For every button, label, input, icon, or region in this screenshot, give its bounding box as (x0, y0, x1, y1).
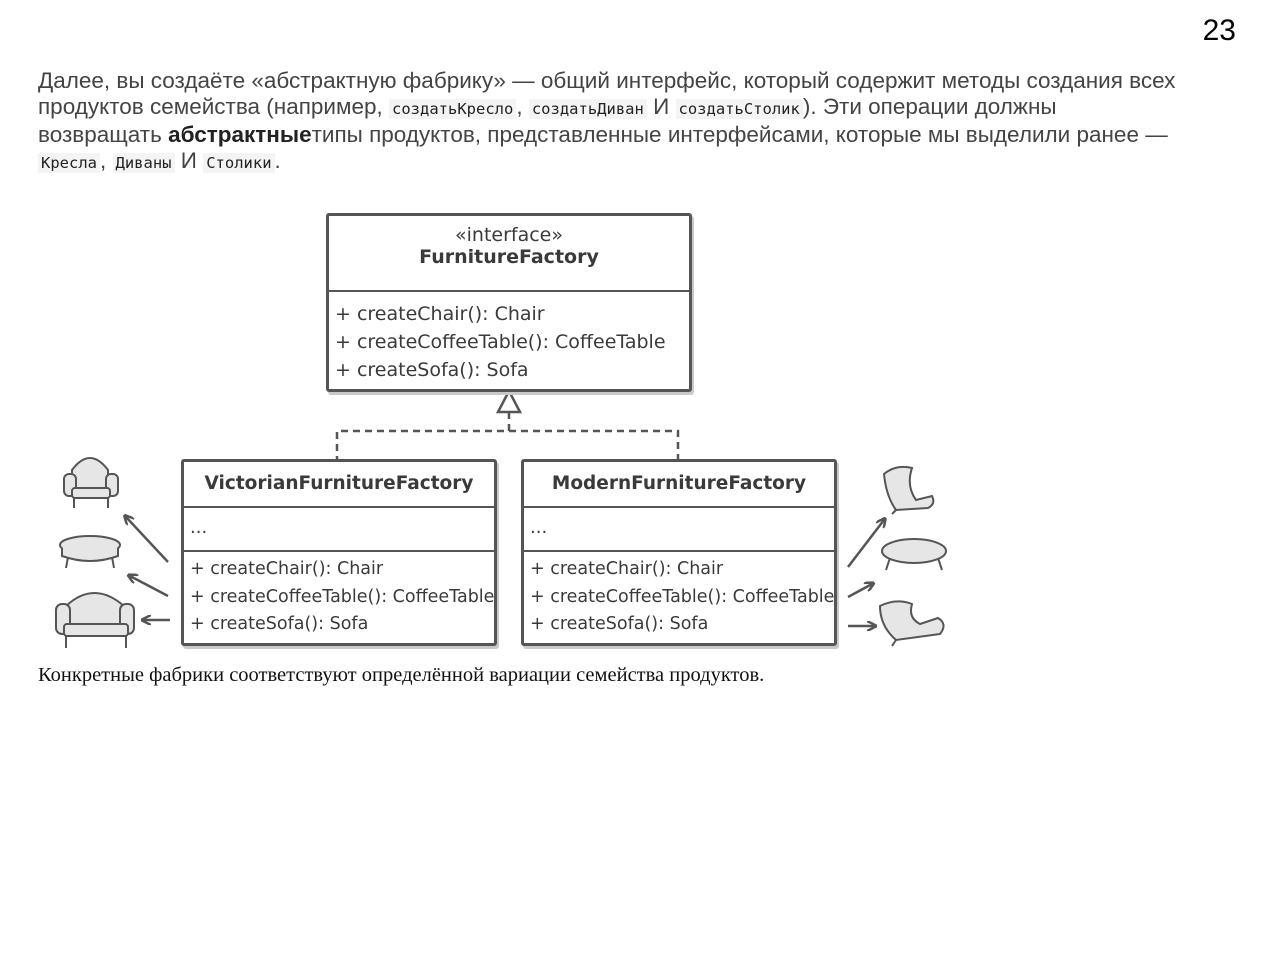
intro-and: И (174, 148, 204, 173)
victorian-chair-icon (63, 457, 119, 508)
intro-line-3: возвращать абстрактныетипы продуктов, пр… (38, 122, 1238, 148)
modern-header: ModernFurnitureFactory (524, 462, 834, 506)
modern-chair-icon (882, 465, 935, 515)
modern-methods: + createChair(): Chair + createCoffeeTab… (524, 550, 834, 639)
method-create-chair: + createChair(): Chair (190, 559, 384, 579)
furniture-factory-interface-box: «interface» FurnitureFactory + createCha… (326, 213, 692, 392)
victorian-methods: + createChair(): Chair + createCoffeeTab… (184, 550, 494, 639)
intro-separator: , (516, 94, 529, 119)
modern-factory-box: ModernFurnitureFactory ... + createChair… (521, 459, 837, 646)
method-create-sofa: + createSofa(): Sofa (190, 614, 369, 634)
code-chairs: Кресла (38, 153, 100, 173)
victorian-header: VictorianFurnitureFactory (184, 462, 494, 506)
intro-bold-abstract: абстрактные (168, 122, 312, 147)
victorian-coffee-table-icon (59, 535, 121, 569)
method-create-sofa: + createSofa(): Sofa (530, 614, 709, 634)
code-tables: Столики (203, 153, 275, 173)
intro-text: возвращать (38, 122, 169, 147)
modern-class-name: ModernFurnitureFactory (551, 473, 807, 494)
code-create-sofa: создатьДиван (528, 99, 647, 119)
modern-coffee-table-icon (881, 538, 947, 571)
inheritance-triangle-icon (495, 388, 523, 414)
victorian-product-arrows (126, 517, 170, 620)
interface-header: «interface» FurnitureFactory (329, 216, 689, 290)
method-create-coffee-table: + createCoffeeTable(): CoffeeTable (335, 331, 666, 353)
interface-name: FurnitureFactory (419, 246, 599, 268)
victorian-sofa-icon (55, 592, 135, 648)
interface-stereotype: «interface» (455, 224, 563, 246)
intro-line-1: Далее, вы создаёте «абстрактную фабрику»… (38, 68, 1176, 93)
victorian-factory-box: VictorianFurnitureFactory ... + createCh… (181, 459, 497, 646)
intro-and: И (646, 94, 676, 119)
intro-paragraph: Далее, вы создаёте «абстрактную фабрику»… (38, 68, 1238, 176)
code-create-table: создатьСтолик (675, 99, 803, 119)
victorian-class-name: VictorianFurnitureFactory (204, 473, 474, 494)
modern-sofa-icon (878, 600, 945, 647)
code-create-chair: создатьКресло (389, 99, 517, 119)
method-create-coffee-table: + createCoffeeTable(): CoffeeTable (190, 586, 495, 607)
interface-methods: + createChair(): Chair + createCoffeeTab… (329, 290, 689, 384)
victorian-fields: ... (184, 506, 494, 550)
method-create-chair: + createChair(): Chair (335, 303, 545, 325)
method-create-chair: + createChair(): Chair (530, 559, 724, 579)
realization-connector (335, 412, 680, 459)
code-sofas: Диваны (112, 153, 175, 173)
figure-caption: Конкретные фабрики соответствуют определ… (38, 664, 765, 686)
intro-separator: , (100, 148, 113, 173)
method-create-coffee-table: + createCoffeeTable(): CoffeeTable (530, 586, 835, 607)
intro-line-2: продуктов семейства (например, создатьКр… (38, 94, 1238, 122)
intro-line-4: Кресла, Диваны И Столики. (38, 148, 1238, 176)
page-number: 23 (1202, 14, 1236, 47)
intro-text: ). Эти операции должны (802, 94, 1057, 119)
intro-end: . (274, 148, 281, 173)
modern-product-arrows (847, 520, 884, 626)
method-create-sofa: + createSofa(): Sofa (335, 359, 529, 381)
intro-text: продуктов семейства (например, (38, 94, 389, 119)
intro-text: типы продуктов, представленные интерфейс… (311, 122, 1168, 147)
modern-fields: ... (524, 506, 834, 550)
